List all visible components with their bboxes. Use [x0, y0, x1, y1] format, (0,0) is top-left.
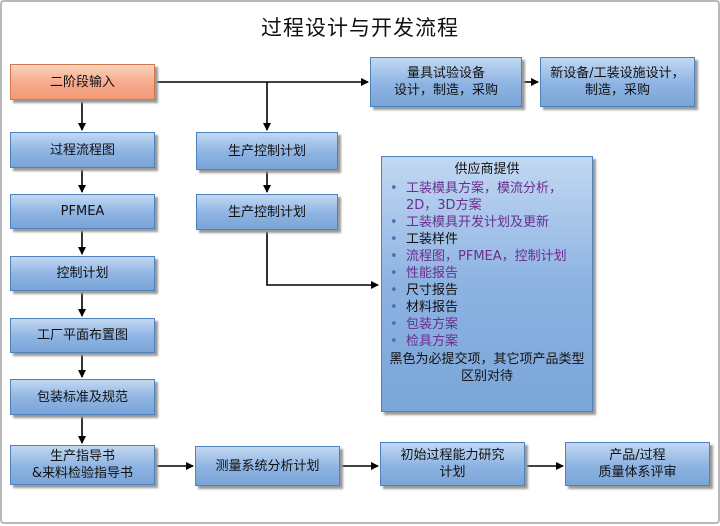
supplier-item-list: 工装模具方案，模流分析，2D，3D方案 工装模具开发计划及更新 工装样件 流程图… — [388, 180, 586, 350]
capability-label-line2: 计划 — [439, 465, 466, 480]
control-plan-label: 控制计划 — [56, 266, 109, 281]
gauge-label-line2: 设计，制造，采购 — [393, 83, 498, 98]
arrow-prodcontrol2-to-supplier — [266, 230, 379, 289]
floor-plan-label: 工厂平面布置图 — [36, 328, 128, 343]
supplier-item: 包装方案 — [388, 316, 586, 333]
gauge-equipment-box: 量具试验设备 设计，制造，采购 — [370, 57, 522, 107]
supplier-item: 尺寸报告 — [388, 282, 586, 299]
supplier-title: 供应商提供 — [454, 162, 520, 177]
instructions-box: 生产指导书 &来料检验指导书 — [10, 445, 155, 485]
instructions-label-line1: 生产指导书 — [49, 449, 115, 464]
review-label-line2: 质量体系评审 — [598, 465, 677, 480]
stage2-input-box: 二阶段输入 — [10, 64, 155, 100]
stage2-input-label: 二阶段输入 — [49, 74, 115, 90]
pfmea-label: PFMEA — [60, 204, 105, 219]
supplier-item: 检具方案 — [388, 333, 586, 350]
capability-study-box: 初始过程能力研究 计划 — [380, 442, 525, 486]
production-control-label-2: 生产控制计划 — [227, 204, 306, 220]
new-equipment-label-line2: 制造，采购 — [584, 83, 650, 98]
msa-plan-label: 测量系统分析计划 — [215, 458, 320, 474]
supplier-note: 黑色为必提交项，其它项产品类型区别对待 — [389, 352, 585, 384]
production-control-label-1: 生产控制计划 — [227, 143, 306, 159]
new-equipment-label-line1: 新设备/工装设施设计， — [550, 66, 685, 81]
supplier-item: 工装模具开发计划及更新 — [388, 214, 586, 231]
process-flow-box: 过程流程图 — [10, 132, 155, 168]
new-equipment-box: 新设备/工装设施设计， 制造，采购 — [540, 57, 695, 107]
production-control-box-1: 生产控制计划 — [196, 132, 338, 170]
packaging-label: 包装标准及规范 — [36, 389, 128, 405]
control-plan-box: 控制计划 — [10, 256, 155, 291]
supplier-item: 流程图，PFMEA，控制计划 — [388, 248, 586, 265]
diagram-title: 过程设计与开发流程 — [261, 16, 459, 40]
pfmea-box: PFMEA — [10, 194, 155, 229]
process-flow-label: 过程流程图 — [49, 142, 115, 158]
instructions-label-line2: &来料检验指导书 — [31, 466, 134, 481]
quality-review-box: 产品/过程 质量体系评审 — [565, 442, 710, 486]
supplier-item: 性能报告 — [388, 265, 586, 282]
capability-label-line1: 初始过程能力研究 — [400, 448, 505, 463]
packaging-box: 包装标准及规范 — [10, 379, 155, 415]
gauge-label-line1: 量具试验设备 — [406, 66, 485, 81]
floor-plan-box: 工厂平面布置图 — [10, 318, 155, 353]
supplier-item: 工装样件 — [388, 231, 586, 248]
review-label-line1: 产品/过程 — [609, 448, 666, 463]
supplier-provides-panel: 供应商提供 工装模具方案，模流分析，2D，3D方案 工装模具开发计划及更新 工装… — [381, 156, 593, 412]
supplier-item: 材料报告 — [388, 299, 586, 316]
production-control-box-2: 生产控制计划 — [196, 194, 338, 230]
msa-plan-box: 测量系统分析计划 — [195, 446, 340, 486]
supplier-item: 工装模具方案，模流分析，2D，3D方案 — [388, 180, 586, 214]
